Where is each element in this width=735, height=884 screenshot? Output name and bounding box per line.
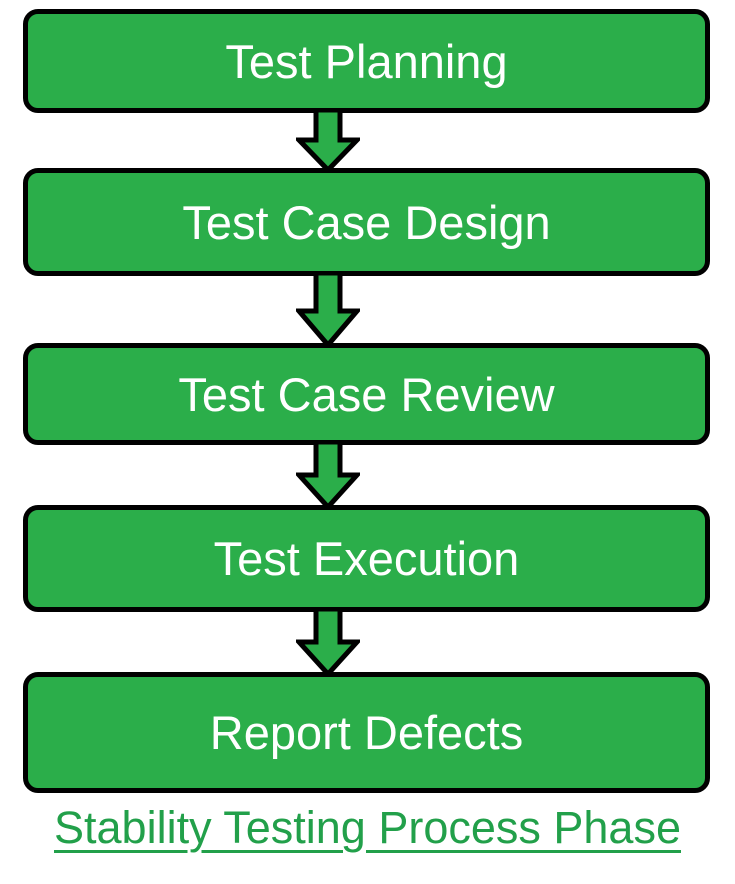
down-arrow-icon [296, 609, 360, 676]
flow-node-label: Test Case Design [182, 195, 551, 249]
down-arrow-icon [296, 110, 360, 172]
flow-node-label: Test Case Review [178, 367, 555, 421]
flow-node-test-planning[interactable]: Test Planning [23, 9, 710, 113]
flow-node-report-defects[interactable]: Report Defects [23, 672, 710, 793]
diagram-caption-text: Stability Testing Process Phase [54, 802, 681, 853]
diagram-caption: Stability Testing Process Phase [0, 802, 735, 854]
down-arrow-icon [296, 273, 360, 347]
flow-node-label: Report Defects [209, 706, 524, 759]
flow-node-label: Test Planning [225, 34, 508, 88]
flow-node-test-execution[interactable]: Test Execution [23, 505, 710, 612]
down-arrow-icon [296, 442, 360, 509]
flow-node-test-case-review[interactable]: Test Case Review [23, 343, 710, 445]
flow-node-label: Test Execution [213, 532, 520, 585]
flow-node-test-case-design[interactable]: Test Case Design [23, 168, 710, 276]
